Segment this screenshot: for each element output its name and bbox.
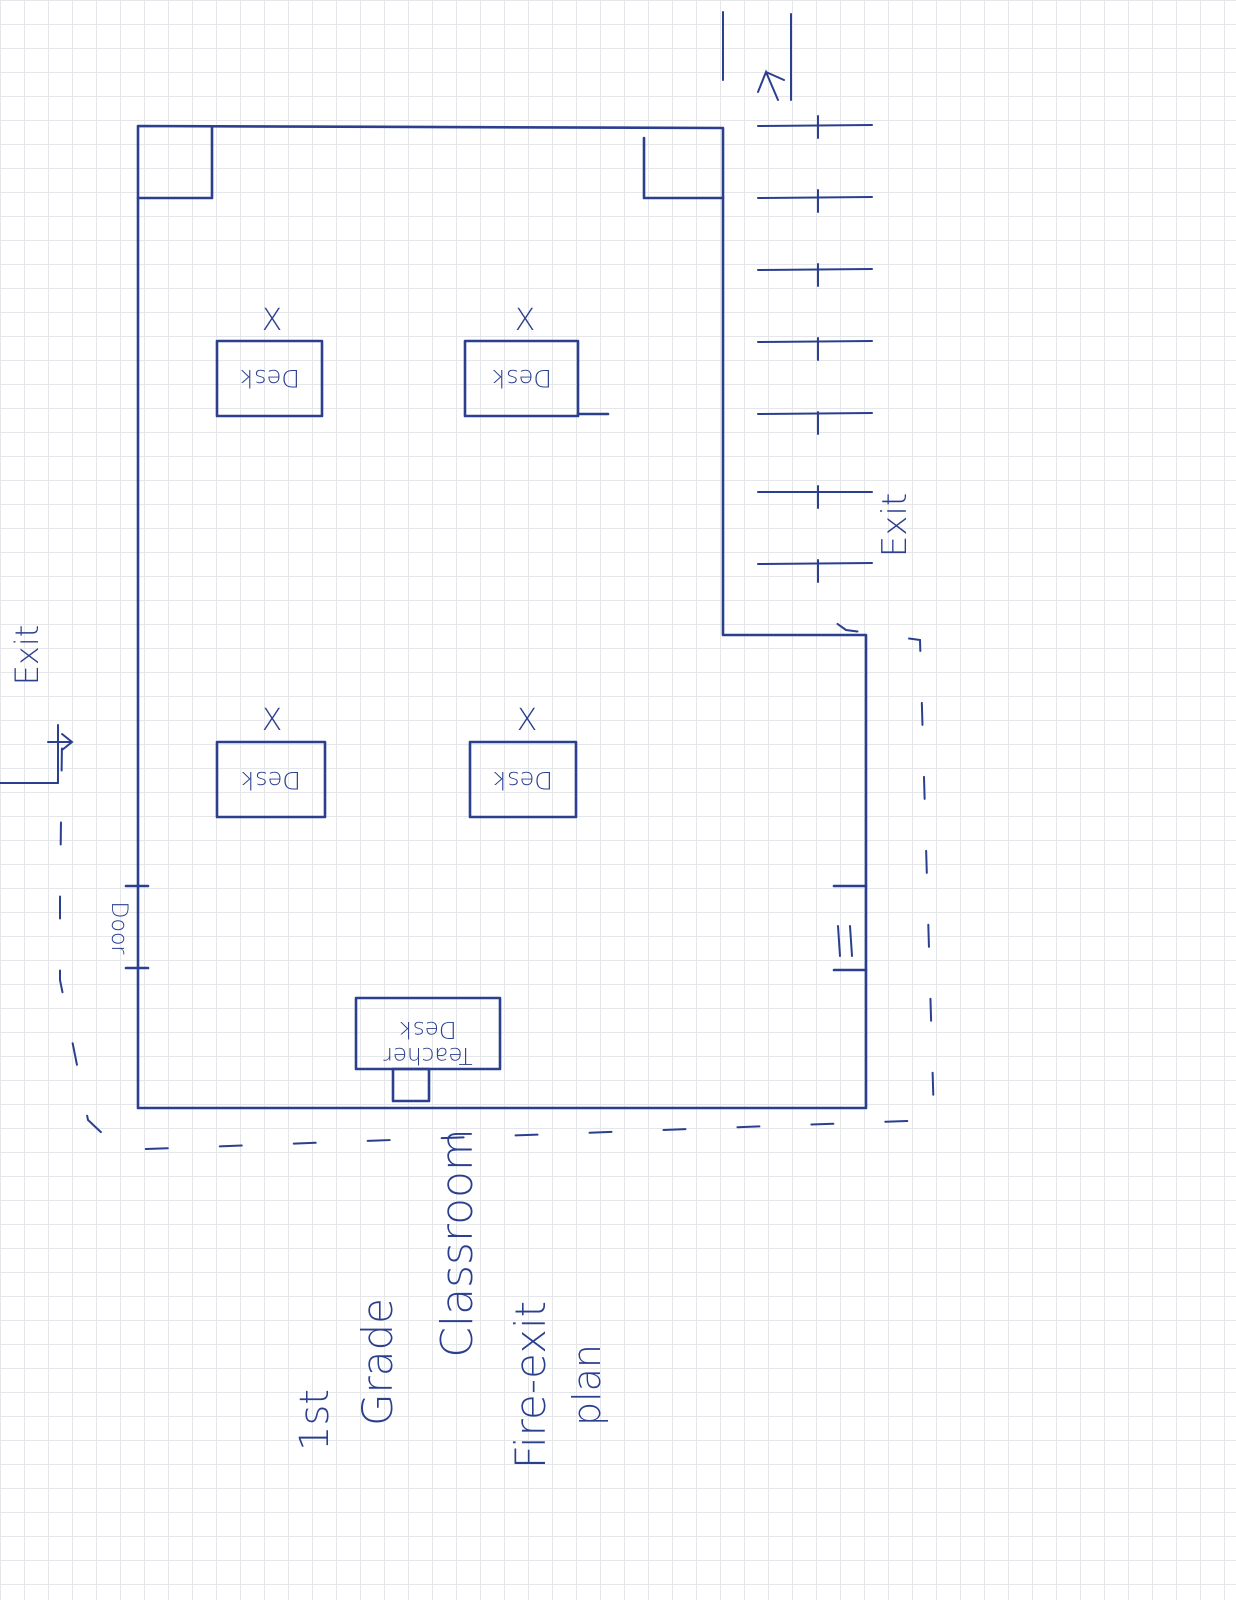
corner-cabinet-right [642,136,725,200]
title-line-4: Fire-exit [506,1301,555,1469]
desk-label: Desk [240,364,300,392]
seat-mark: X [517,703,538,738]
teacher-desk: Teacher Desk [354,996,502,1103]
seat-mark: X [262,703,283,738]
plan-title: 1st Grade Classroom Fire-exit plan [292,1128,609,1469]
exit-arrow-left [47,733,74,751]
door-label: Door [106,902,131,956]
hallway-stairs [757,124,873,565]
student-desk-4: Desk X [468,703,578,819]
corner-cabinet-left [136,126,214,200]
student-desk-3: Desk X [215,703,327,819]
title-line-5: plan [565,1344,609,1426]
title-line-3: Classroom [432,1128,483,1358]
title-line-2: Grade [353,1298,402,1426]
door-right-leaf-1 [837,925,841,957]
exit-label-left: Exit [8,625,46,686]
student-desk-1: Desk X [215,303,324,418]
seat-mark: X [515,303,536,338]
desk-label: Desk [492,364,552,392]
title-line-1: 1st [292,1389,338,1451]
teacher-desk-label-line2: Desk [399,1016,456,1042]
exit-route-right [59,115,936,1152]
seat-mark: X [262,303,283,338]
exit-label-right: Exit [875,493,915,557]
desk-label: Desk [493,766,553,794]
exit-arrow-top [757,69,785,101]
classroom-wall-outline [136,124,868,1110]
door-right-leaf-2 [849,925,853,957]
desk-label: Desk [241,766,301,794]
teacher-desk-label-line1: Teacher [383,1042,473,1068]
student-desk-2: Desk X [463,303,610,418]
